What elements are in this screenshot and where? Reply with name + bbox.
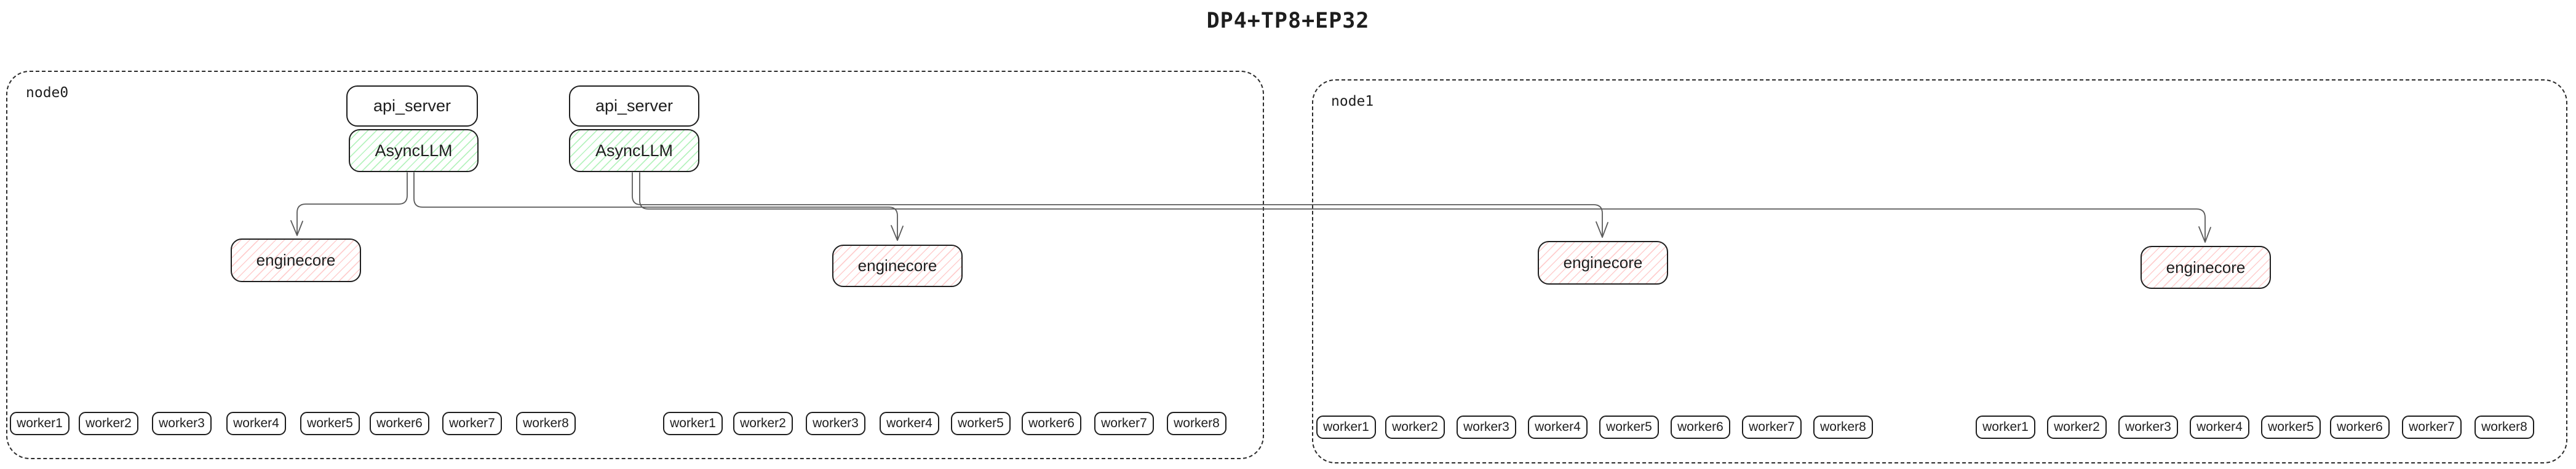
worker-box: worker6 xyxy=(370,412,429,435)
worker-box: worker3 xyxy=(1457,416,1516,439)
worker-box: worker3 xyxy=(806,412,865,435)
worker-box: worker1 xyxy=(1316,416,1376,439)
node1-label: node1 xyxy=(1331,93,1374,109)
node1-enginecore-1: enginecore xyxy=(1538,241,1668,285)
worker-box: worker1 xyxy=(1976,416,2035,439)
node1-enginecore-2: enginecore xyxy=(2141,246,2271,289)
worker-box: worker7 xyxy=(2402,416,2462,439)
worker-box: worker2 xyxy=(79,412,138,435)
node0-enginecore-1: enginecore xyxy=(231,238,361,282)
worker-box: worker5 xyxy=(300,412,360,435)
worker-box: worker3 xyxy=(2118,416,2178,439)
node0-container xyxy=(6,71,1264,459)
worker-box: worker7 xyxy=(1094,412,1154,435)
worker-box: worker4 xyxy=(880,412,939,435)
worker-box: worker3 xyxy=(152,412,212,435)
worker-box: worker8 xyxy=(516,412,576,435)
asyncllm-box-1: AsyncLLM xyxy=(349,129,479,172)
node0-enginecore-2: enginecore xyxy=(832,245,963,287)
worker-box: worker5 xyxy=(1599,416,1659,439)
api-server-box-1: api_server xyxy=(346,85,478,127)
api-server-box-2: api_server xyxy=(569,85,699,127)
worker-box: worker2 xyxy=(2047,416,2107,439)
worker-box: worker5 xyxy=(2261,416,2321,439)
node0-label: node0 xyxy=(26,85,69,101)
worker-box: worker6 xyxy=(2330,416,2390,439)
diagram-title: DP4+TP8+EP32 xyxy=(1206,9,1370,33)
worker-box: worker6 xyxy=(1671,416,1730,439)
worker-box: worker8 xyxy=(1813,416,1873,439)
worker-box: worker6 xyxy=(1022,412,1081,435)
worker-box: worker4 xyxy=(1528,416,1588,439)
worker-box: worker7 xyxy=(442,412,502,435)
worker-box: worker4 xyxy=(2190,416,2249,439)
asyncllm-box-2: AsyncLLM xyxy=(569,129,699,172)
node1-container xyxy=(1312,79,2567,463)
worker-box: worker7 xyxy=(1742,416,1802,439)
worker-box: worker2 xyxy=(733,412,793,435)
worker-box: worker5 xyxy=(951,412,1011,435)
worker-box: worker8 xyxy=(2475,416,2534,439)
worker-box: worker2 xyxy=(1385,416,1445,439)
worker-box: worker8 xyxy=(1167,412,1226,435)
worker-box: worker1 xyxy=(663,412,723,435)
worker-box: worker4 xyxy=(226,412,286,435)
worker-box: worker1 xyxy=(10,412,70,435)
